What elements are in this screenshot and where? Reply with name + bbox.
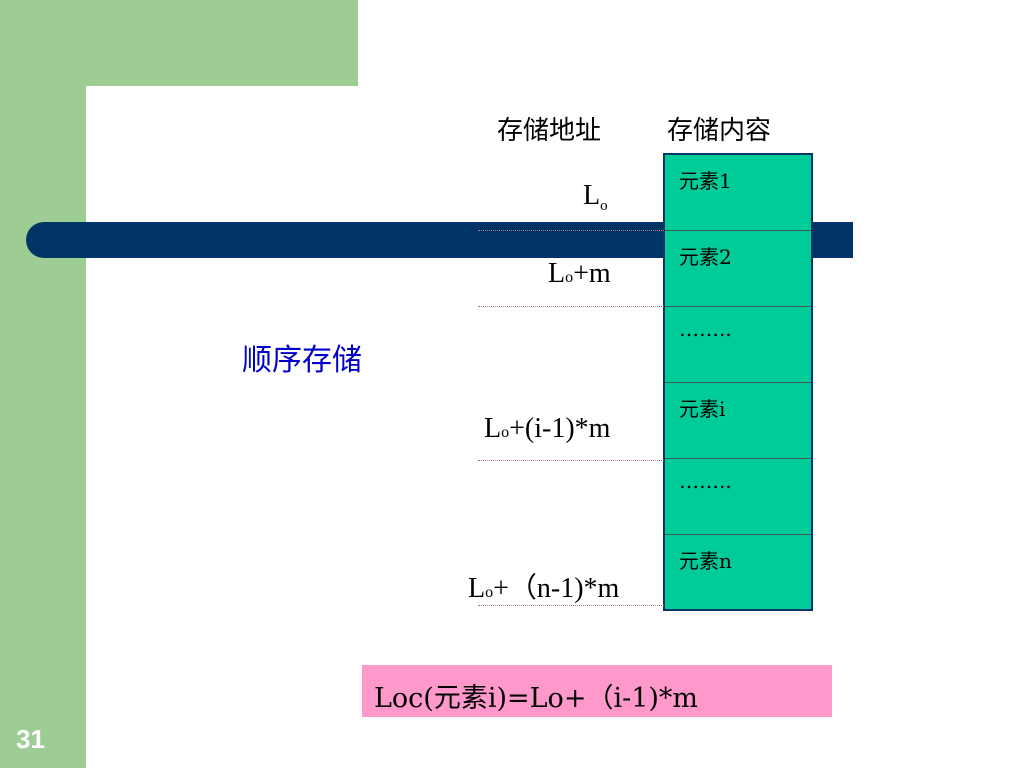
dotted-divider — [478, 230, 664, 231]
formula-box: Loc(元素i)=Lo+（i-1)*m — [362, 665, 832, 717]
memory-cell: 元素2 — [665, 231, 811, 307]
header-storage-content: 存储内容 — [667, 116, 772, 146]
memory-cell: 元素n — [665, 535, 811, 609]
dotted-divider — [478, 460, 664, 461]
address-l0-plus-i: Lo+(i-1)*m — [484, 413, 611, 444]
memory-column: 元素1 元素2 …….. 元素i …….. 元素n — [663, 153, 813, 611]
address-l0: Lo — [583, 180, 608, 214]
cell-label: 元素n — [679, 549, 732, 573]
formula-text: Loc(元素i)=Lo+（i-1)*m — [374, 683, 699, 714]
cell-label: 元素i — [679, 397, 726, 421]
address-l0-plus-m: Lo+m — [548, 258, 611, 289]
cell-label: 元素1 — [679, 169, 732, 193]
header-storage-address: 存储地址 — [497, 116, 602, 146]
memory-cell: …….. — [665, 459, 811, 535]
memory-cell: 元素i — [665, 383, 811, 459]
cell-label: …….. — [679, 317, 732, 341]
dotted-divider — [478, 605, 664, 606]
address-l0-plus-n: Lo+（n-1)*m — [468, 573, 620, 604]
rounded-corner — [86, 86, 166, 166]
memory-cell: …….. — [665, 307, 811, 383]
dotted-divider — [478, 306, 664, 307]
green-left-band — [0, 0, 86, 768]
cell-label: 元素2 — [679, 245, 732, 269]
memory-cell: 元素1 — [665, 155, 811, 231]
sequential-storage-label: 顺序存储 — [242, 343, 362, 378]
cell-label: …….. — [679, 469, 732, 493]
slide-number: 31 — [16, 724, 45, 754]
